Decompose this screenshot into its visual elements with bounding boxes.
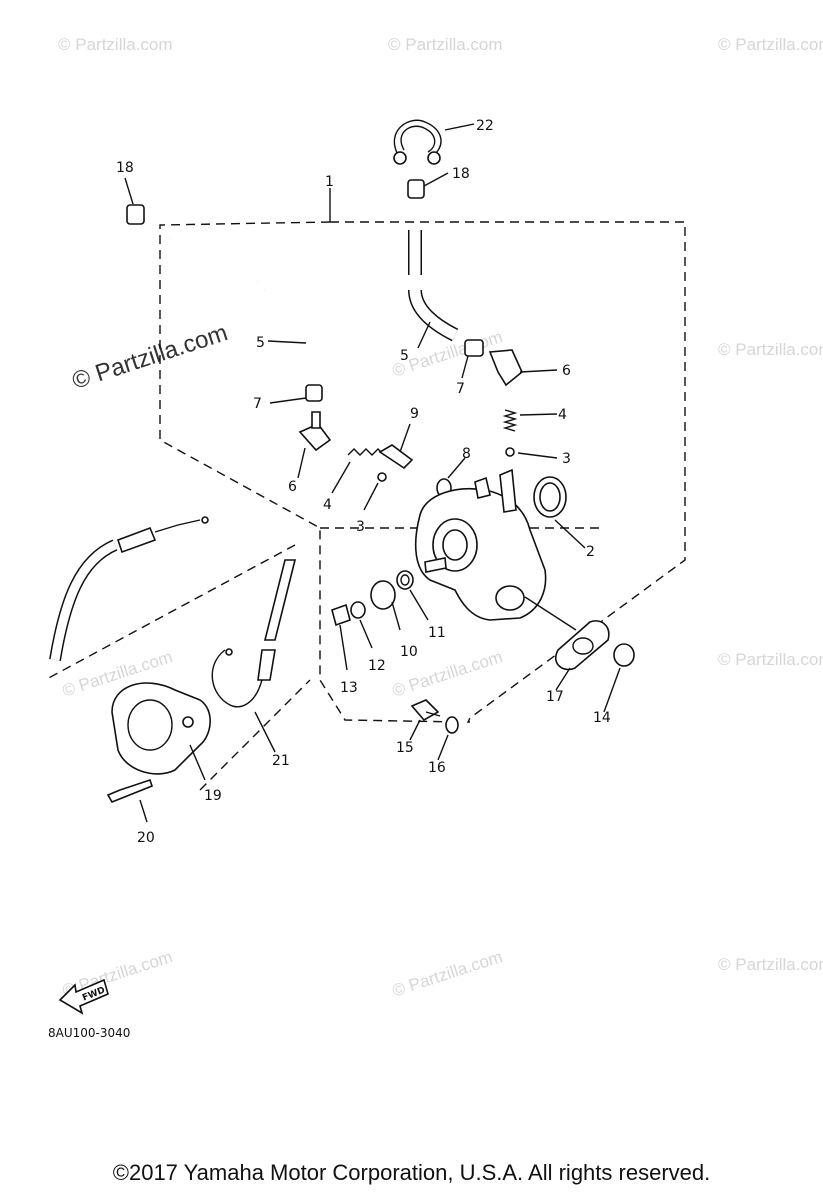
hose-left	[167, 233, 332, 479]
watermark: © Partzilla.com	[58, 35, 173, 54]
callout-label: 7	[456, 381, 465, 397]
watermark: © Partzilla.com	[718, 955, 823, 974]
callout-label: 3	[562, 451, 571, 467]
watermark: © Partzilla.com	[390, 947, 505, 1000]
diagram-code: 8AU100-3040	[48, 1026, 130, 1040]
callout-label: 2	[586, 544, 595, 560]
callout-label: 8	[462, 446, 471, 462]
watermark: © Partzilla.com	[718, 35, 823, 54]
callout-label: 1	[325, 174, 334, 190]
callout-label: 17	[546, 689, 564, 705]
callout-label: 9	[410, 406, 419, 422]
fwd-arrow-icon: FWD	[58, 978, 109, 1015]
callout-label: 19	[204, 788, 222, 804]
callout-label: 22	[476, 118, 494, 134]
callout-label: 6	[288, 479, 297, 495]
callout-label: 7	[253, 396, 262, 412]
oil-pump-body	[414, 468, 586, 631]
watermark: © Partzilla.com	[718, 650, 823, 669]
pump-cover	[111, 682, 211, 781]
cover-bolt	[106, 778, 153, 823]
callout-label: 4	[558, 407, 567, 423]
copyright-notice: ©2017 Yamaha Motor Corporation, U.S.A. A…	[112, 1160, 711, 1185]
callout-label: 5	[256, 335, 265, 351]
bolt-parts	[409, 699, 459, 761]
washer-parts	[331, 570, 429, 671]
callout-label: 14	[593, 710, 611, 726]
callout-label: 5	[400, 348, 409, 364]
callout-labels: 1 2 3 3 4 4 5 5 6 6 7 7 8 9 10 11 12 13 …	[116, 118, 611, 846]
cable-21	[211, 559, 297, 753]
watermark-primary: © Partzilla.com	[69, 319, 231, 395]
callout-label: 15	[396, 740, 414, 756]
callout-label: 18	[452, 166, 470, 182]
watermark: © Partzilla.com	[388, 35, 503, 54]
hose-right	[408, 230, 558, 387]
callout-label: 4	[323, 497, 332, 513]
callout-label: 10	[400, 644, 418, 660]
cable-group-outline	[44, 544, 311, 791]
callout-label: 16	[428, 760, 446, 776]
gasket-parts	[555, 620, 635, 713]
callout-label: 12	[368, 658, 386, 674]
callout-label: 18	[116, 160, 134, 176]
callout-label: 11	[428, 625, 446, 641]
callout-label: 13	[340, 680, 358, 696]
cable-part	[49, 516, 209, 661]
callout-label: 21	[272, 753, 290, 769]
clip-part	[393, 119, 475, 165]
cap-part	[124, 172, 449, 225]
callout-label: 20	[137, 830, 155, 846]
callout-label: 3	[356, 519, 365, 535]
callout-label: 6	[562, 363, 571, 379]
watermark: © Partzilla.com	[718, 340, 823, 359]
